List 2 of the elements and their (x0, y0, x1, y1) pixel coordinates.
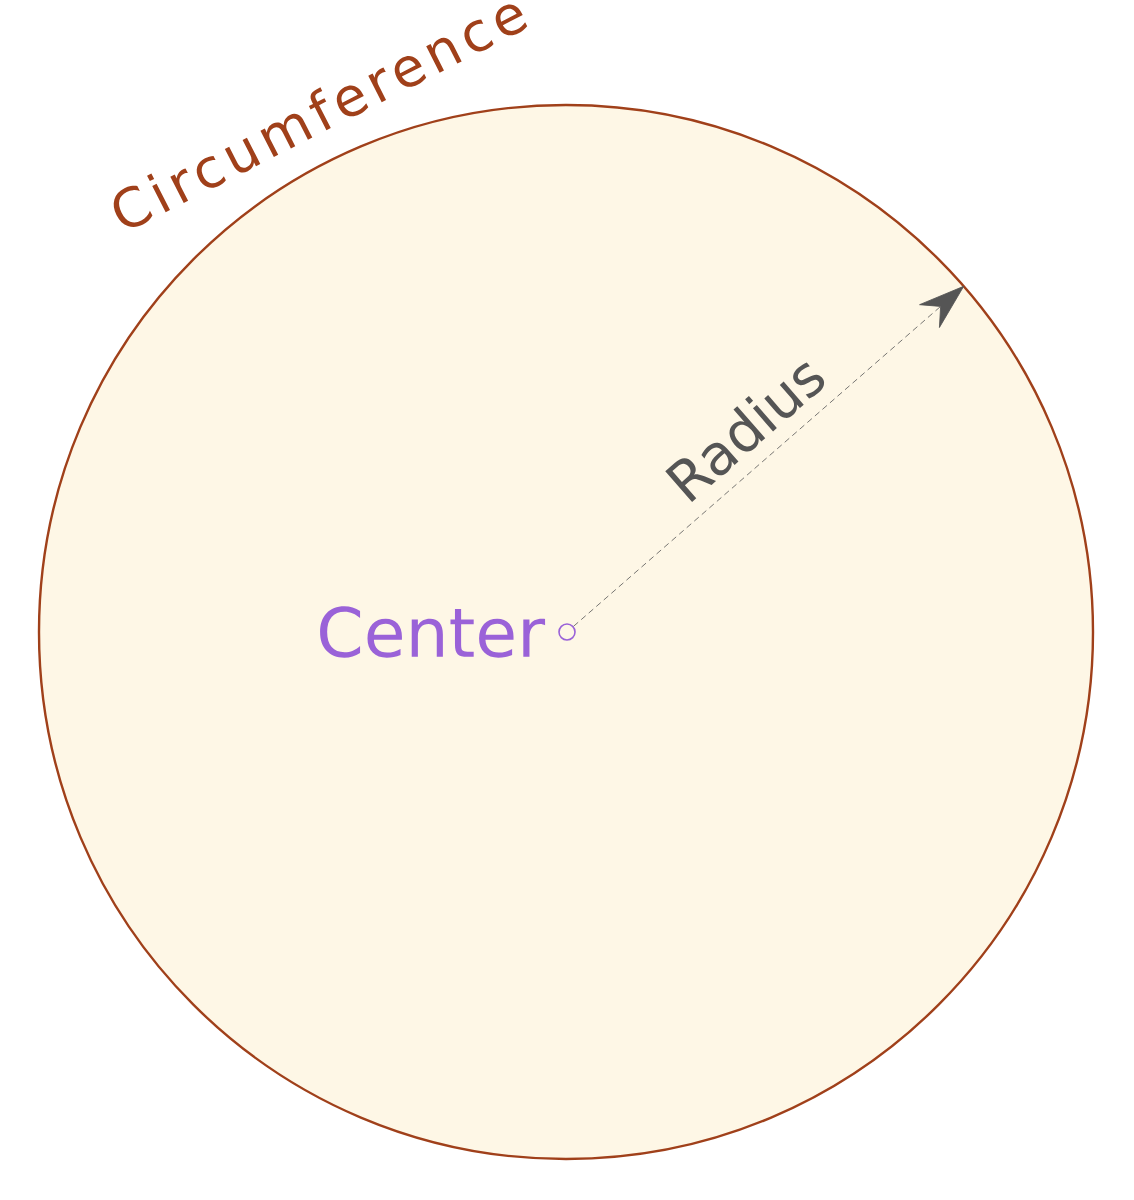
arrow (573, 285, 965, 627)
center-label: Center (320, 606, 546, 658)
